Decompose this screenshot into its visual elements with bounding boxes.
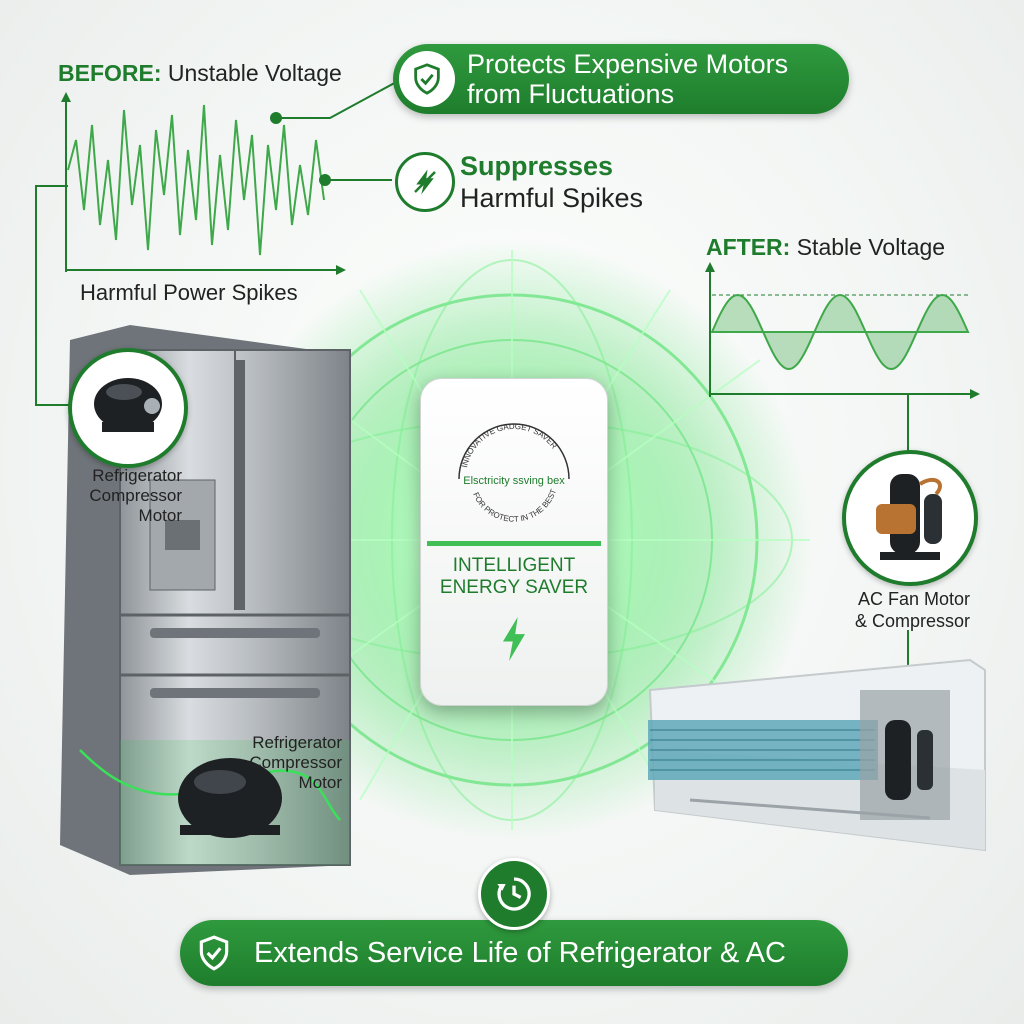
suppress-icon-badge	[395, 152, 455, 212]
fridge-upper-callout: Refrigerator Compressor Motor	[72, 466, 182, 526]
device-label-line2: ENERGY SAVER	[439, 577, 589, 598]
device-seal: INNOVATIVE GADGET SAVER FOR PROTECT IN T…	[458, 422, 570, 524]
device-label: INTELLIGENT ENERGY SAVER	[421, 555, 607, 599]
device-arc-top: INNOVATIVE GADGET SAVER	[460, 422, 559, 469]
svg-text:INNOVATIVE GADGET SAVER: INNOVATIVE GADGET SAVER	[460, 422, 559, 469]
fridge-lower-line1: Refrigerator	[252, 733, 342, 752]
protects-line2: from Fluctuations	[467, 79, 675, 109]
fridge-upper-line2: Compressor	[89, 486, 182, 505]
device-brand: Elsctricity ssving bex	[463, 475, 565, 487]
clock-icon	[497, 877, 531, 911]
extends-text: Extends Service Life of Refrigerator & A…	[254, 936, 786, 969]
compressor-icon	[94, 378, 162, 432]
fridge-lower-callout: Refrigerator Compressor Motor	[232, 733, 342, 793]
shield-check-icon	[399, 51, 455, 107]
lightning-icon	[503, 617, 525, 661]
lightning-icon	[414, 169, 436, 195]
extends-service-life-banner: Extends Service Life of Refrigerator & A…	[180, 920, 848, 986]
after-title-bold: AFTER:	[706, 234, 791, 260]
before-title-rest: Unstable Voltage	[167, 60, 342, 86]
after-title-rest: Stable Voltage	[796, 234, 946, 260]
before-title-bold: BEFORE:	[58, 60, 162, 86]
ac-callout: AC Fan Motor & Compressor	[836, 588, 970, 632]
energy-saver-device: INNOVATIVE GADGET SAVER FOR PROTECT IN T…	[420, 378, 608, 706]
suppress-text: Suppresses Harmful Spikes	[460, 150, 643, 214]
clock-icon-badge	[478, 858, 550, 930]
compressor-icon	[876, 474, 942, 560]
ac-callout-line2: & Compressor	[854, 611, 970, 631]
ac-callout-line1: AC Fan Motor	[857, 589, 970, 609]
svg-text:FOR PROTECT IN THE BEST: FOR PROTECT IN THE BEST	[471, 488, 558, 524]
fridge-upper-line1: Refrigerator	[92, 466, 182, 485]
suppress-line2: Harmful Spikes	[460, 183, 644, 213]
unstable-voltage-graph	[61, 92, 346, 275]
after-title: AFTER: Stable Voltage	[706, 234, 945, 261]
ac-compressor-circle	[842, 450, 978, 586]
fridge-lower-line2: Compressor	[249, 753, 342, 772]
protects-line1: Protects Expensive Motors	[467, 49, 789, 79]
protects-motors-banner: Protects Expensive Motors from Fluctuati…	[393, 44, 849, 114]
fridge-lower-line3: Motor	[298, 773, 342, 792]
before-caption: Harmful Power Spikes	[80, 280, 298, 305]
air-conditioner-illustration	[648, 658, 986, 852]
before-title: BEFORE: Unstable Voltage	[58, 60, 342, 87]
fridge-compressor-circle	[68, 348, 188, 468]
fridge-upper-line3: Motor	[138, 506, 182, 525]
suppress-line1: Suppresses	[460, 151, 614, 181]
stable-voltage-graph	[705, 262, 980, 399]
device-arc-bottom: FOR PROTECT IN THE BEST	[471, 488, 558, 524]
device-stripe	[427, 541, 601, 546]
shield-check-icon	[194, 933, 234, 973]
device-label-line1: INTELLIGENT	[452, 555, 576, 576]
